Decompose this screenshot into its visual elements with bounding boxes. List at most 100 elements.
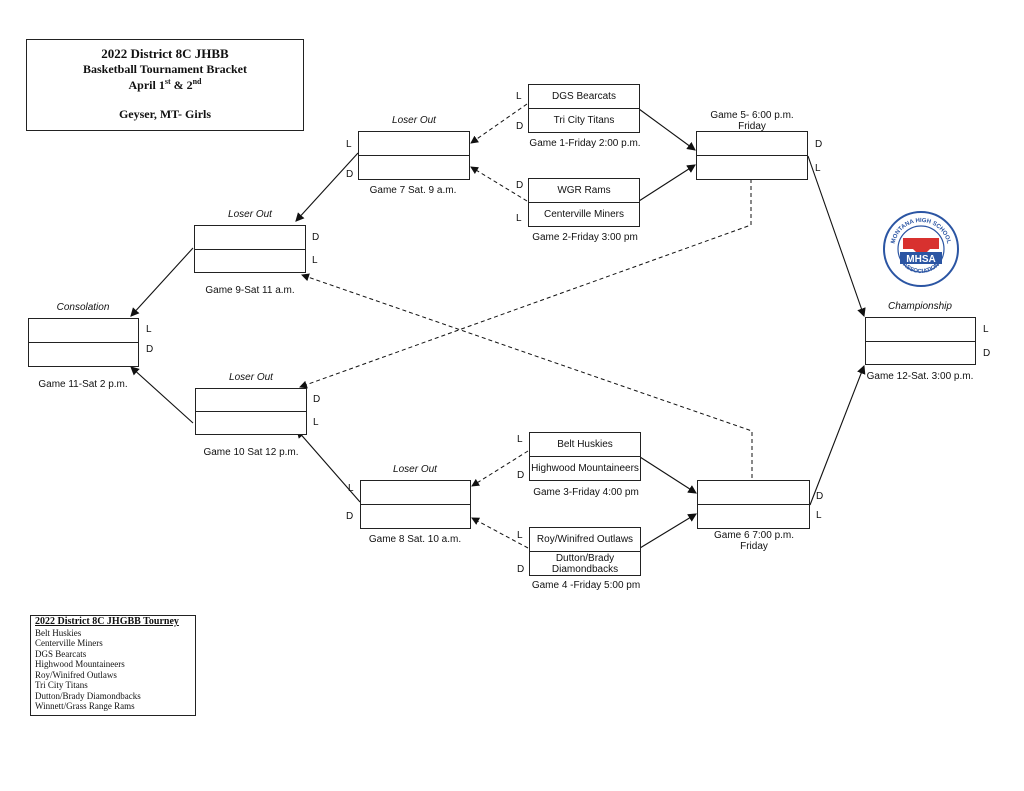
title-location: Geyser, MT- Girls [118, 107, 212, 121]
g10-slot-top [195, 388, 307, 412]
title-dates: April 1st & 2nd [128, 77, 202, 92]
g11-slot-bottom [28, 342, 139, 367]
g7-mark-d: D [346, 169, 354, 180]
g3-caption: Game 3-Friday 4:00 pm [533, 487, 639, 498]
g11-mark-d: D [146, 344, 154, 355]
title-line-2: Basketball Tournament Bracket [82, 62, 247, 76]
dash-g4-loser [471, 517, 529, 549]
g5-caption-b: Friday [738, 121, 766, 132]
g9-mark-l: L [312, 255, 318, 266]
logo-center-text: MHSA [906, 254, 935, 265]
g11-slot-top [28, 318, 139, 343]
g6-caption-b: Friday [740, 541, 768, 552]
g5-mark-d: D [815, 139, 823, 150]
line-g4-to-g6 [639, 513, 697, 549]
g4-team-bottom: Dutton/Brady Diamondbacks [529, 551, 641, 576]
g2-team-top: WGR Rams [528, 178, 640, 203]
g5-mark-l: L [815, 163, 821, 174]
legend-team: Highwood Mountaineers [35, 659, 125, 669]
g5-caption-a: Game 5- 6:00 p.m. [710, 110, 794, 121]
g4-caption: Game 4 -Friday 5:00 pm [531, 580, 641, 591]
legend-team: Roy/Winifred Outlaws [35, 669, 117, 680]
line-g10-to-g11 [130, 366, 194, 424]
tournament-title-box: 2022 District 8C JHBB Basketball Tournam… [26, 39, 304, 131]
g7-slot-bottom [358, 155, 470, 180]
g9-mark-d: D [312, 232, 320, 243]
g10-heading: Loser Out [229, 372, 273, 383]
mhsa-logo: MHSA MONTANA HIGH SCHOOL ASSOCIATION [883, 211, 959, 287]
line-g9-to-g11 [130, 247, 194, 317]
legend-title: 2022 District 8C JHGBB Tourney [35, 616, 179, 627]
line-g5-to-g12 [807, 155, 866, 318]
g6-mark-d: D [816, 491, 824, 502]
g4-team-top: Roy/Winifred Outlaws [529, 527, 641, 552]
g4-mark-d: D [517, 564, 525, 575]
g10-mark-d: D [313, 394, 321, 405]
dash-g5-loser-to-g10 [299, 179, 752, 389]
g9-caption: Game 9-Sat 11 a.m. [205, 285, 295, 296]
line-g8-to-g10 [296, 429, 361, 503]
g11-caption: Game 11-Sat 2 p.m. [38, 379, 128, 390]
g2-caption: Game 2-Friday 3:00 pm [532, 232, 638, 243]
g3-team-top: Belt Huskies [529, 432, 641, 457]
g6-caption-a: Game 6 7:00 p.m. [713, 530, 795, 541]
g7-caption: Game 7 Sat. 9 a.m. [369, 185, 457, 196]
g3-team-bottom: Highwood Mountaineers [529, 456, 641, 481]
g8-mark-l: L [348, 483, 354, 494]
legend-team: Dutton/Brady Diamondbacks [35, 690, 141, 701]
g3-mark-d: D [517, 470, 525, 481]
g1-team-bottom: Tri City Titans [528, 108, 640, 133]
g7-mark-l: L [346, 139, 352, 150]
g3-mark-l: L [517, 434, 523, 445]
legend-team: Centerville Miners [35, 638, 103, 648]
logo-blue-band [900, 252, 942, 264]
g12-heading: Championship [888, 301, 952, 312]
g1-team-top: DGS Bearcats [528, 84, 640, 109]
g2-team-bottom: Centerville Miners [528, 202, 640, 227]
g2-mark-d: D [516, 180, 524, 191]
line-g3-to-g6 [639, 456, 697, 494]
g11-heading: Consolation [56, 302, 110, 313]
g2-mark-l: L [516, 213, 522, 224]
g1-caption: Game 1-Friday 2:00 p.m. [529, 138, 641, 149]
g8-slot-bottom [360, 504, 471, 529]
g12-mark-d: D [983, 348, 991, 359]
line-g7-to-g9 [295, 152, 359, 222]
g12-slot-bottom [865, 341, 976, 365]
team-legend: 2022 District 8C JHGBB Tourney Belt Husk… [30, 615, 196, 716]
title-line-1: 2022 District 8C JHBB [101, 46, 229, 61]
g7-slot-top [358, 131, 470, 156]
g12-caption: Game 12-Sat. 3:00 p.m. [866, 371, 974, 382]
g10-mark-l: L [313, 417, 319, 428]
g5-slot-bottom [696, 155, 808, 180]
g6-slot-top [697, 480, 810, 505]
g6-mark-l: L [816, 510, 822, 521]
g5-slot-top [696, 131, 808, 156]
dash-g1-loser [470, 103, 528, 144]
g1-mark-d: D [516, 121, 524, 132]
line-g1-to-g5 [638, 108, 696, 151]
g9-slot-bottom [194, 249, 306, 273]
g11-mark-l: L [146, 324, 152, 335]
g4-mark-l: L [517, 530, 523, 541]
g12-mark-l: L [983, 324, 989, 335]
g8-caption: Game 8 Sat. 10 a.m. [368, 534, 462, 545]
g9-heading: Loser Out [228, 209, 272, 220]
dash-g6-loser-to-g9 [301, 273, 753, 478]
montana-shape [903, 238, 939, 252]
g8-heading: Loser Out [393, 464, 437, 475]
legend-team: DGS Bearcats [35, 648, 87, 659]
g9-slot-top [194, 225, 306, 250]
g8-mark-d: D [346, 511, 354, 522]
legend-team: Tri City Titans [35, 680, 88, 690]
g7-heading: Loser Out [392, 115, 436, 126]
g12-slot-top [865, 317, 976, 342]
g10-slot-bottom [195, 411, 307, 435]
g1-mark-l: L [516, 91, 522, 102]
dash-g2-loser [470, 166, 528, 202]
line-g6-to-g12 [809, 364, 866, 506]
line-g2-to-g5 [638, 164, 696, 202]
g10-caption: Game 10 Sat 12 p.m. [203, 447, 299, 458]
legend-team: Belt Huskies [35, 627, 82, 638]
